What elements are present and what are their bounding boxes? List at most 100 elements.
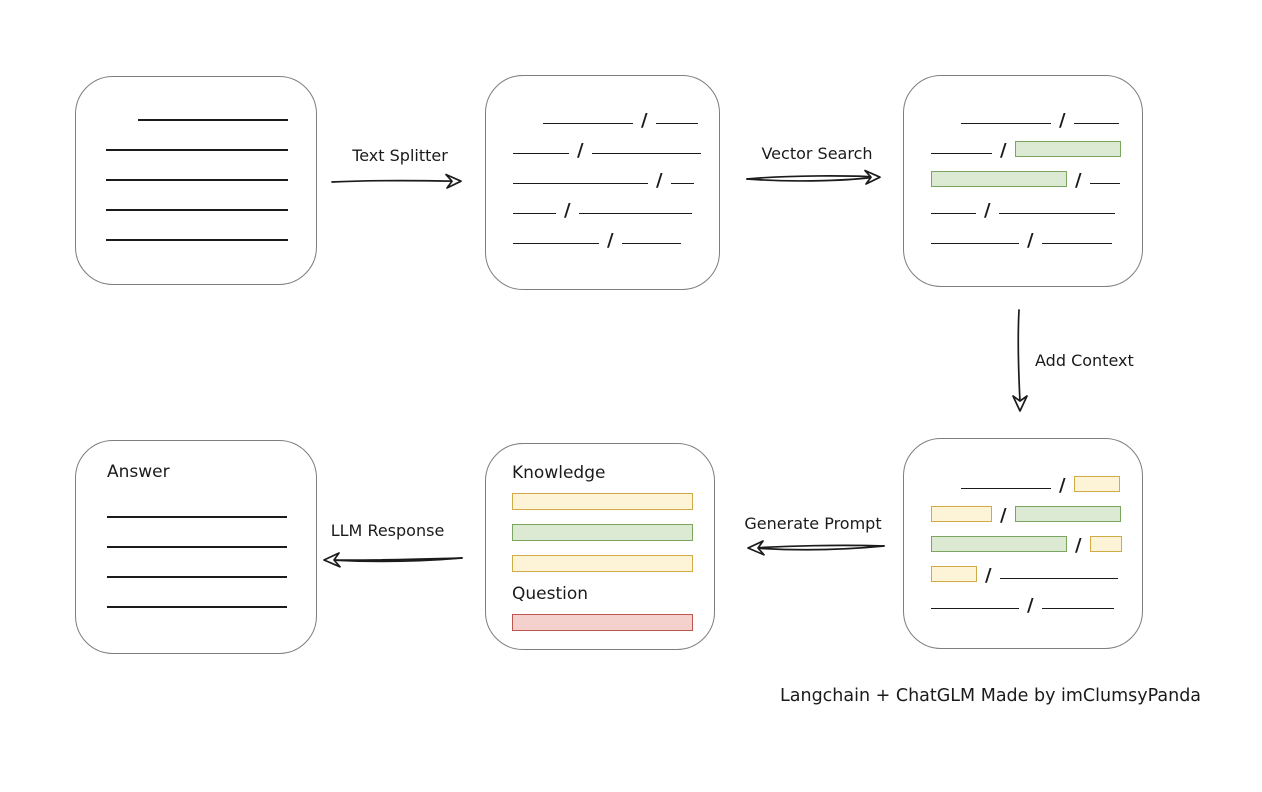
highlight-green — [931, 171, 1067, 187]
text-line — [106, 179, 288, 181]
text-line-segment — [931, 153, 992, 154]
knowledge-bar-yellow — [512, 493, 693, 510]
diagram-caption: Langchain + ChatGLM Made by imClumsyPand… — [780, 686, 1202, 706]
chunk-row: / — [931, 230, 1142, 251]
highlight-yellow — [1089, 536, 1122, 552]
question-bar-red — [512, 614, 693, 631]
context-box: / / / / / — [903, 438, 1143, 649]
slash-separator: / — [1027, 230, 1034, 251]
generate-prompt-label: Generate Prompt — [744, 514, 882, 533]
text-line-segment — [578, 213, 692, 214]
source-document-box — [75, 76, 317, 285]
text-line — [107, 516, 287, 518]
text-line-segment — [513, 243, 599, 244]
chunk-rows: / / / / / — [486, 76, 719, 251]
highlight-green — [1014, 506, 1121, 522]
text-line-segment — [513, 153, 569, 154]
text-line — [138, 119, 288, 121]
text-line — [107, 546, 287, 548]
slash-separator: / — [984, 200, 991, 221]
highlight-yellow — [931, 566, 977, 582]
text-splitter-label: Text Splitter — [352, 146, 448, 165]
text-line — [107, 606, 287, 608]
text-line-segment — [961, 123, 1051, 124]
text-line-segment — [999, 578, 1118, 579]
text-line-segment — [931, 213, 976, 214]
text-line — [106, 149, 288, 151]
text-line-segment — [1089, 183, 1120, 184]
knowledge-bar-green — [512, 524, 693, 541]
slash-separator: / — [607, 230, 614, 251]
text-line — [107, 576, 287, 578]
slash-separator: / — [656, 170, 663, 191]
slash-separator: / — [577, 140, 584, 161]
chunk-row: / — [513, 110, 719, 131]
prompt-box: Knowledge Question — [485, 443, 715, 650]
chunk-row: / — [513, 200, 719, 221]
slash-separator: / — [564, 200, 571, 221]
slash-separator: / — [1075, 535, 1082, 556]
slash-separator: / — [1075, 170, 1082, 191]
answer-heading: Answer — [107, 462, 170, 482]
slash-separator: / — [985, 565, 992, 586]
highlight-green — [931, 536, 1067, 552]
search-result-rows: / / / / / — [904, 76, 1142, 251]
answer-box: Answer — [75, 440, 317, 654]
highlight-yellow — [931, 506, 992, 522]
text-line-segment — [998, 213, 1115, 214]
context-rows: / / / / / — [904, 439, 1142, 616]
search-result-box: / / / / / — [903, 75, 1143, 287]
chunk-row: / — [931, 200, 1142, 221]
chunk-row: / — [931, 535, 1142, 556]
chunk-row: / — [931, 565, 1142, 586]
add-context-label: Add Context — [1035, 351, 1134, 370]
split-chunks-box: / / / / / — [485, 75, 720, 290]
knowledge-bar-yellow — [512, 555, 693, 572]
slash-separator: / — [1027, 595, 1034, 616]
text-line-segment — [655, 123, 698, 124]
chunk-row: / — [931, 140, 1142, 161]
generate-prompt-arrow-icon — [747, 540, 885, 556]
add-context-arrow-icon — [1012, 309, 1028, 412]
slash-separator: / — [641, 110, 648, 131]
text-line-segment — [591, 153, 701, 154]
text-line — [106, 239, 288, 241]
text-line-segment — [513, 183, 648, 184]
highlight-green — [1014, 141, 1121, 157]
chunk-row: / — [931, 505, 1142, 526]
chunk-row: / — [931, 170, 1142, 191]
chunk-row: / — [931, 475, 1142, 496]
text-line-segment — [670, 183, 694, 184]
chunk-row: / — [931, 110, 1142, 131]
question-heading: Question — [512, 584, 589, 604]
slash-separator: / — [1059, 110, 1066, 131]
text-splitter-arrow-icon — [331, 173, 462, 189]
answer-lines — [107, 516, 316, 608]
vector-search-arrow-icon — [746, 169, 881, 185]
chunk-row: / — [513, 170, 719, 191]
vector-search-label: Vector Search — [761, 144, 873, 163]
question-bars — [512, 614, 714, 631]
chunk-row: / — [931, 595, 1142, 616]
text-line-segment — [931, 243, 1019, 244]
chunk-row: / — [513, 230, 719, 251]
text-line-segment — [543, 123, 633, 124]
slash-separator: / — [1000, 505, 1007, 526]
knowledge-bars — [512, 493, 714, 572]
slash-separator: / — [1000, 140, 1007, 161]
slash-separator: / — [1059, 475, 1066, 496]
text-line-segment — [621, 243, 681, 244]
chunk-row: / — [513, 140, 719, 161]
text-line-segment — [513, 213, 556, 214]
text-line-segment — [931, 608, 1019, 609]
text-line-segment — [1041, 608, 1114, 609]
llm-response-arrow-icon — [323, 552, 463, 568]
text-line — [106, 209, 288, 211]
document-lines — [76, 77, 316, 241]
llm-response-label: LLM Response — [330, 521, 445, 540]
knowledge-heading: Knowledge — [512, 463, 606, 483]
highlight-yellow — [1073, 476, 1120, 492]
text-line-segment — [1073, 123, 1119, 124]
text-line-segment — [961, 488, 1051, 489]
text-line-segment — [1041, 243, 1112, 244]
